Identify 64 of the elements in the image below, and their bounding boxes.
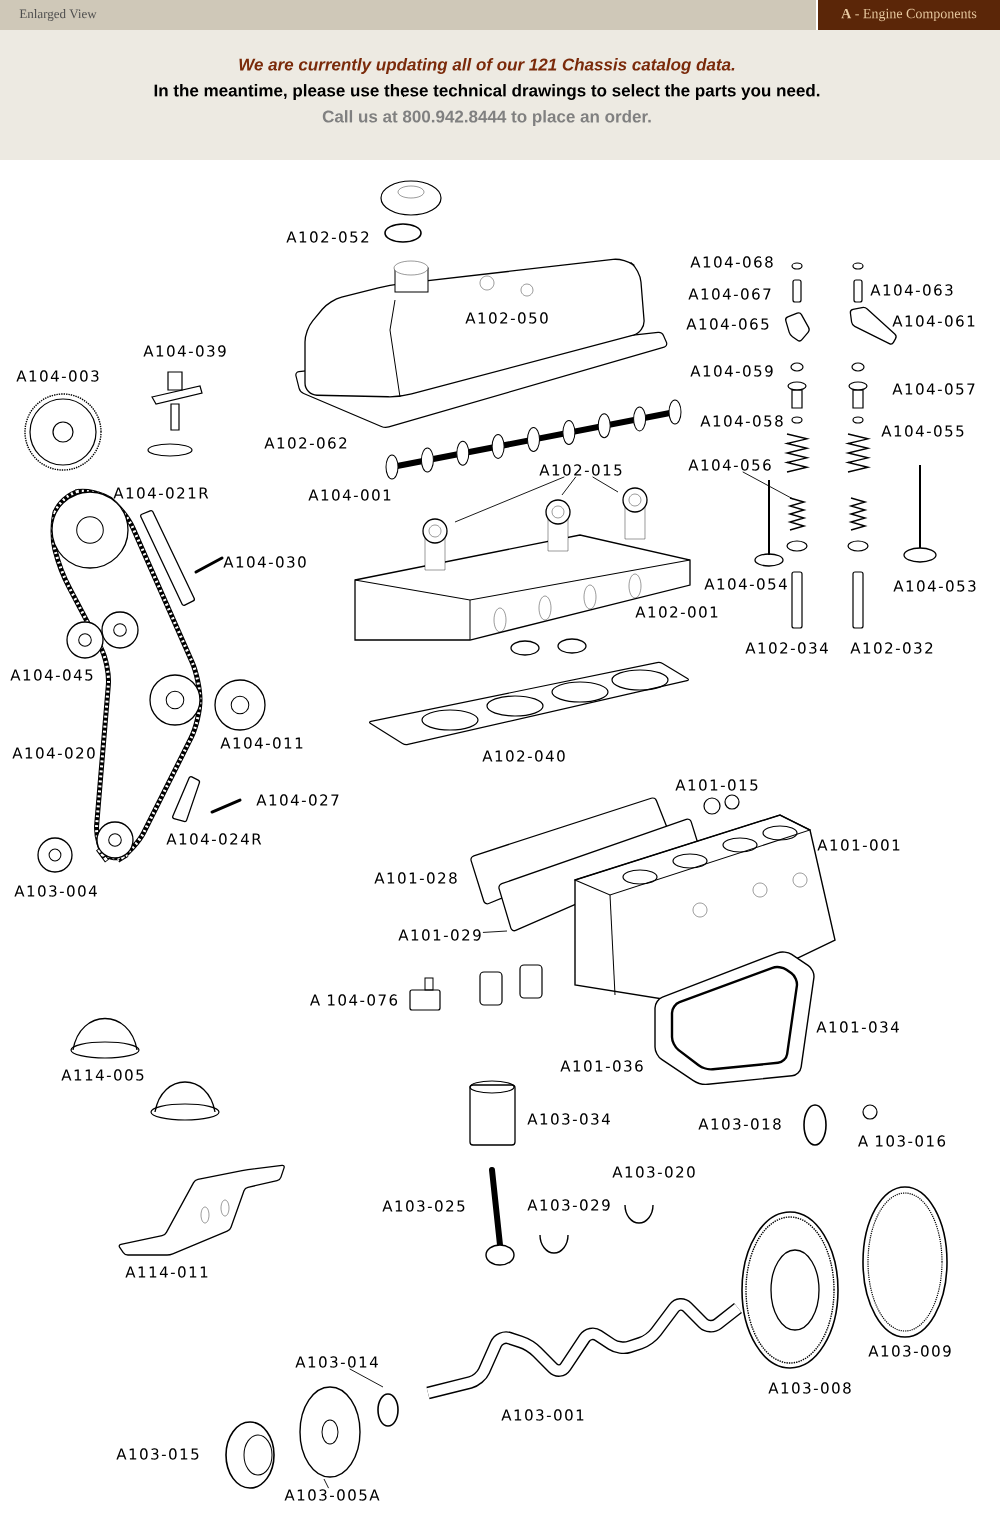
part-number: A103-001 [501,1409,584,1421]
part-number: A103-015 [116,1448,199,1460]
part-number: A104-055 [881,425,964,437]
part-number: A102-040 [482,750,565,762]
notice-heading: We are currently updating all of our 121 Chassis catalog data. [239,58,735,74]
part-number: A 103-016 [858,1135,946,1147]
part-number: A101-028 [374,872,457,884]
part-number: A103-034 [527,1113,610,1125]
part-number: A103-025 [382,1200,465,1212]
part-number: A103-005A [284,1489,380,1501]
part-number: A104-061 [892,315,975,327]
part-number: A103-009 [868,1345,951,1357]
part-number: A104-024R [166,833,262,845]
leader-line [454,476,565,523]
header-bar: Enlarged View [0,0,816,30]
part-number: A104-057 [892,383,975,395]
part-number: A102-052 [286,231,369,243]
part-number: A102-062 [264,437,347,449]
part-number: A104-021R [113,487,209,499]
part-number: A101-034 [816,1021,899,1033]
section-tab: A - Engine Components [818,0,1000,30]
part-number: A102-032 [850,642,933,654]
part-number: A103-029 [527,1199,610,1211]
part-number: A102-034 [745,642,828,654]
notice-text: In the meantime, please use these technical drawings to select the parts you need. [154,84,820,100]
part-number: A104-053 [893,580,976,592]
part-number: A104-045 [10,669,93,681]
leader-line [349,1368,384,1388]
part-number: A114-011 [125,1266,208,1278]
part-number: A104-003 [16,370,99,382]
part-number: A104-067 [688,288,771,300]
leader-line [561,476,577,496]
part-number: A103-018 [698,1118,781,1130]
part-number: A104-027 [256,794,339,806]
part-number: A104-065 [686,318,769,330]
part-number: A101-015 [675,779,758,791]
contact-text: Call us at 800.942.8444 to place an order. [322,110,651,126]
part-number: A103-008 [768,1382,851,1394]
part-number: A101-036 [560,1060,643,1072]
part-number: A104-020 [12,747,95,759]
part-number: A104-063 [870,284,953,296]
part-number: A102-050 [465,312,548,324]
part-number: A104-054 [704,578,787,590]
part-number: A102-001 [635,606,718,618]
leader-line [742,471,794,500]
part-number: A 104-076 [310,994,398,1006]
part-number: A104-030 [223,556,306,568]
part-number: A104-056 [688,459,771,471]
part-number: A103-014 [295,1356,378,1368]
part-number: A101-001 [817,839,900,851]
part-number: A114-005 [61,1069,144,1081]
part-number: A104-039 [143,345,226,357]
part-number: A102-015 [539,464,622,476]
part-number: A103-020 [612,1166,695,1178]
part-number: A104-068 [690,256,773,268]
part-number: A103-004 [14,885,97,897]
part-number: A104-011 [220,737,303,749]
part-number: A101-029 [398,929,481,941]
part-number: A104-001 [308,489,391,501]
leader-line [482,930,508,933]
leader-line [592,476,619,493]
part-number: A104-059 [690,365,773,377]
part-number: A104-058 [700,415,783,427]
leader-line [323,1478,329,1489]
